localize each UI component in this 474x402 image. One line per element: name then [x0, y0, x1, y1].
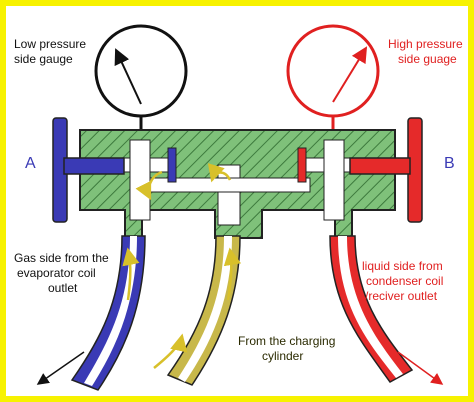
valve-a-label: A	[25, 155, 36, 172]
low-side-outflow-arrow	[36, 351, 85, 385]
low-gauge-label-2: side gauge	[14, 52, 73, 66]
high-side-outflow-arrow	[397, 351, 444, 385]
valve-b-label: B	[444, 155, 455, 172]
high-pressure-gauge	[286, 24, 380, 140]
charging-label-2: cylinder	[262, 349, 303, 363]
liquid-side-label-2: condenser coil	[366, 274, 443, 288]
low-pressure-gauge	[94, 24, 188, 140]
liquid-side-label-3: /reciver outlet	[365, 289, 438, 303]
valve-b-handle[interactable]	[297, 117, 423, 223]
high-gauge-needle	[332, 46, 368, 103]
low-gauge-needle	[114, 48, 142, 105]
charging-hose	[166, 235, 241, 386]
gas-side-label-2: evaporator coil	[17, 266, 96, 280]
gas-side-label-3: outlet	[48, 281, 78, 295]
gas-side-label-1: Gas side from the	[14, 251, 109, 265]
liquid-side-label-1: liquid side from	[362, 259, 443, 273]
high-gauge-label-1: High pressure	[388, 37, 463, 51]
charging-flow-arrows	[122, 163, 242, 369]
charging-label-1: From the charging	[238, 334, 335, 348]
valve-a-handle[interactable]	[52, 117, 177, 223]
low-gauge-label-1: Low pressure	[14, 37, 86, 51]
high-side-hose	[329, 235, 414, 383]
manifold-body	[79, 129, 396, 239]
high-gauge-label-2: side guage	[398, 52, 457, 66]
